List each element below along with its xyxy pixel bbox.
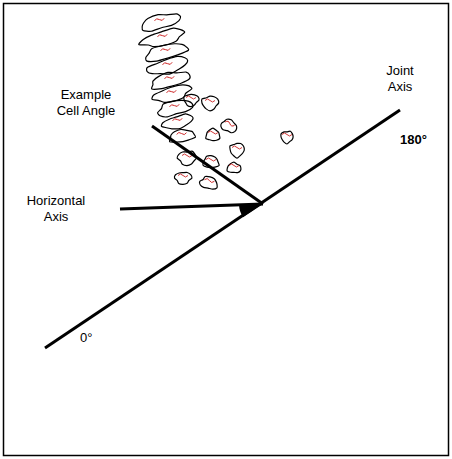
cell-mark	[166, 89, 176, 94]
cell-outline	[150, 82, 194, 106]
cell-mark	[178, 174, 188, 177]
cell-contour	[150, 82, 194, 106]
cell-contour	[281, 131, 293, 144]
cell-mark	[169, 103, 179, 108]
cell-contour	[177, 151, 196, 166]
cell-mark	[232, 146, 242, 149]
cell-mark	[225, 121, 235, 127]
cell-contour	[202, 96, 219, 111]
cell-contour	[184, 94, 199, 106]
cell-outline	[137, 25, 187, 51]
axis-label: Example Cell Angle	[42, 87, 130, 119]
cell-contour	[199, 175, 219, 190]
cell-group	[137, 9, 293, 190]
cell-outline	[220, 117, 239, 134]
cell-contour	[156, 96, 194, 119]
angle-value: 180°	[400, 132, 440, 148]
frame-border	[4, 4, 449, 456]
cell-outline	[199, 175, 219, 190]
cell-contour	[220, 117, 239, 134]
cell-mark	[164, 75, 174, 80]
cell-outline	[174, 172, 191, 184]
cell-contour	[230, 143, 245, 158]
cell-mark	[176, 131, 186, 136]
cell-contour	[145, 54, 190, 80]
cell-angle-line	[152, 126, 263, 204]
axis-label: Joint Axis	[364, 63, 436, 95]
cell-outline	[156, 96, 194, 119]
cell-outline	[206, 128, 220, 141]
cell-mark	[208, 131, 218, 134]
cell-mark	[172, 117, 182, 122]
cell-outline	[230, 143, 245, 158]
cell-mark	[204, 178, 214, 183]
cell-mark	[282, 133, 292, 136]
cell-outline	[202, 96, 219, 111]
cell-outline	[184, 94, 199, 106]
angle-value: 0°	[80, 330, 110, 346]
cell-contour	[206, 128, 220, 141]
cell-mark	[229, 164, 239, 167]
cell-contour	[227, 162, 241, 172]
cell-outline	[140, 9, 183, 33]
axis-label: Horizontal Axis	[14, 193, 98, 225]
cell-outline	[281, 131, 293, 144]
cell-contour	[140, 9, 183, 33]
joint-axis-line	[45, 110, 400, 348]
cell-outline	[145, 54, 190, 80]
cell-mark	[186, 96, 196, 99]
cell-contour	[137, 25, 187, 51]
cell-outline	[177, 151, 196, 166]
cell-mark	[162, 61, 172, 66]
cell-mark	[206, 158, 216, 161]
cell-outline	[227, 162, 241, 172]
cell-contour	[174, 172, 191, 184]
cell-mark	[160, 47, 170, 52]
cell-mark	[157, 33, 167, 38]
cell-mark	[205, 99, 215, 102]
cell-mark	[154, 17, 164, 22]
angle-wedge	[239, 204, 263, 217]
